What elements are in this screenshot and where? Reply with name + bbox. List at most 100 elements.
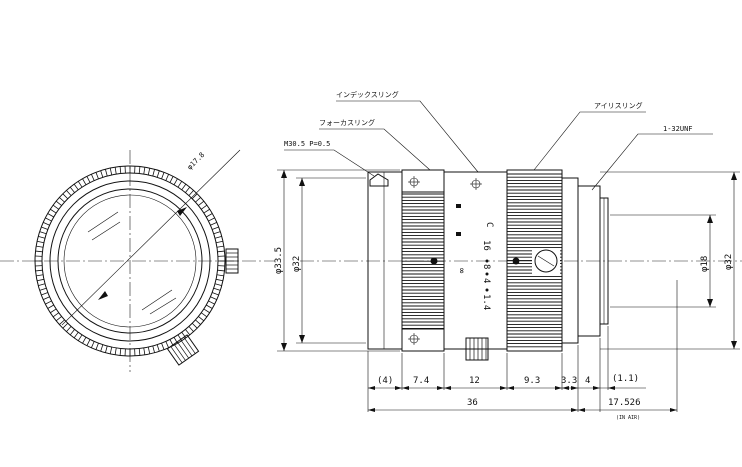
aperture-dot-2 bbox=[485, 272, 489, 276]
iris-ring-knurl bbox=[507, 173, 562, 348]
knurl-line bbox=[69, 186, 75, 193]
knurl-line bbox=[173, 178, 178, 185]
knurl-line bbox=[59, 319, 65, 325]
knurl-line bbox=[119, 166, 122, 174]
inner-ring-circle bbox=[41, 172, 219, 350]
knurl-line bbox=[50, 208, 57, 214]
dim-outer-diameter: φ33.5 bbox=[274, 169, 400, 352]
knurl-line bbox=[36, 245, 44, 248]
knurl-line bbox=[143, 347, 146, 355]
knurl-line bbox=[95, 343, 99, 350]
knurl-line bbox=[210, 296, 217, 301]
knurl-line bbox=[36, 274, 44, 277]
knurl-line bbox=[50, 308, 57, 314]
iris-lock-screw bbox=[534, 249, 558, 273]
front-thread-detail bbox=[369, 173, 389, 187]
knurl-line bbox=[152, 169, 155, 177]
knurl-line bbox=[119, 348, 122, 356]
knurl-line bbox=[114, 167, 117, 175]
aperture-dot-1 bbox=[485, 259, 489, 263]
knurl-line bbox=[208, 217, 215, 222]
knurl-line bbox=[52, 312, 60, 318]
glass-inner-circle bbox=[63, 194, 197, 328]
knurl-line bbox=[138, 166, 141, 174]
knurl-line bbox=[147, 167, 151, 176]
front-diameter-arrow-upper bbox=[177, 207, 187, 216]
knurl-line bbox=[203, 308, 210, 314]
knurl-line bbox=[188, 190, 194, 196]
knurl-line bbox=[147, 346, 151, 355]
lens-barrel-circle bbox=[49, 180, 211, 342]
knurl-line bbox=[200, 204, 208, 210]
length-flange-paren-label: (1.1) bbox=[612, 374, 639, 384]
knurl-line bbox=[109, 346, 113, 355]
knurl-line bbox=[35, 269, 43, 272]
knurl-line bbox=[69, 329, 75, 336]
aperture-dot-3 bbox=[485, 288, 489, 292]
knurl-line bbox=[86, 339, 91, 346]
knurl-line bbox=[82, 337, 87, 344]
knurl-line bbox=[38, 236, 46, 239]
knurl-line bbox=[213, 287, 221, 291]
knurl-line bbox=[73, 331, 79, 339]
knurl-line bbox=[59, 197, 65, 203]
focus-ring-top-band bbox=[401, 169, 445, 193]
flange-back-note: (IN AIR) bbox=[616, 415, 640, 421]
knurl-line bbox=[41, 226, 48, 230]
knurl-line bbox=[109, 167, 113, 176]
knurl-line bbox=[215, 240, 224, 244]
knurl-line bbox=[62, 193, 69, 200]
callout-focus-ring: フォーカスリング bbox=[319, 118, 431, 171]
knurl-line bbox=[95, 172, 99, 179]
knurl-line bbox=[41, 292, 48, 296]
callout-index-ring: インデックスリング bbox=[336, 90, 479, 173]
callout-thread-label: M30.5 P=0.5 bbox=[284, 140, 330, 148]
knurl-line bbox=[217, 269, 225, 272]
knurl-line bbox=[86, 176, 91, 183]
knurl-line bbox=[165, 174, 170, 181]
knurl-line bbox=[36, 240, 45, 244]
index-cross-top-icon bbox=[470, 178, 482, 190]
focus-cross-top-icon bbox=[408, 176, 420, 188]
length-focus-label: 7.4 bbox=[413, 376, 429, 386]
focus-ring-bottom-band bbox=[401, 328, 445, 352]
knurl-line bbox=[161, 343, 165, 350]
knurl-line bbox=[214, 236, 222, 239]
front-view: φ17.8 bbox=[0, 149, 275, 372]
knurl-line bbox=[38, 283, 46, 286]
dim-rear-small-diameter: φ18 bbox=[610, 214, 716, 308]
iris-lock-screw-slot bbox=[537, 255, 555, 267]
knurl-line bbox=[216, 274, 224, 277]
length-extension-lines bbox=[367, 326, 609, 412]
knurl-line bbox=[198, 200, 205, 206]
knurl-line bbox=[161, 172, 165, 179]
knurl-line bbox=[215, 278, 224, 282]
front-knurled-ring bbox=[35, 166, 225, 356]
aperture-mark-1-4: 1.4 bbox=[481, 294, 491, 310]
knurl-line bbox=[213, 231, 221, 235]
aperture-mark-16: 16 bbox=[481, 240, 491, 251]
knurl-line bbox=[210, 221, 217, 226]
front-glass-circle bbox=[57, 188, 203, 334]
index-mark-2 bbox=[456, 232, 461, 236]
focus-index-dot bbox=[430, 257, 438, 265]
knurl-line bbox=[195, 197, 201, 203]
knurl-line bbox=[208, 300, 215, 305]
dim-rear-large-diameter: φ32 bbox=[600, 171, 740, 350]
knurl-line bbox=[152, 345, 155, 353]
knurl-line bbox=[216, 245, 224, 248]
length-dimension-row: (4) 7.4 12 9.3 3.3 4 (1.1) bbox=[368, 374, 646, 390]
knurl-line bbox=[214, 283, 222, 286]
dim-rear-small-diameter-label: φ18 bbox=[700, 256, 710, 272]
knurl-line bbox=[206, 213, 213, 218]
knurl-line bbox=[55, 316, 62, 322]
side-knob-knurl bbox=[226, 252, 238, 270]
callout-iris-ring: アイリスリング bbox=[533, 101, 646, 171]
front-diameter-arrow-lower bbox=[98, 291, 108, 300]
close-focus-mark: C bbox=[484, 222, 494, 227]
knurl-line bbox=[47, 213, 54, 218]
length-iris-label: 9.3 bbox=[524, 376, 540, 386]
glass-reflection-top bbox=[87, 211, 121, 241]
knurl-line bbox=[177, 181, 183, 188]
length-rear2-label: 4 bbox=[585, 376, 590, 386]
